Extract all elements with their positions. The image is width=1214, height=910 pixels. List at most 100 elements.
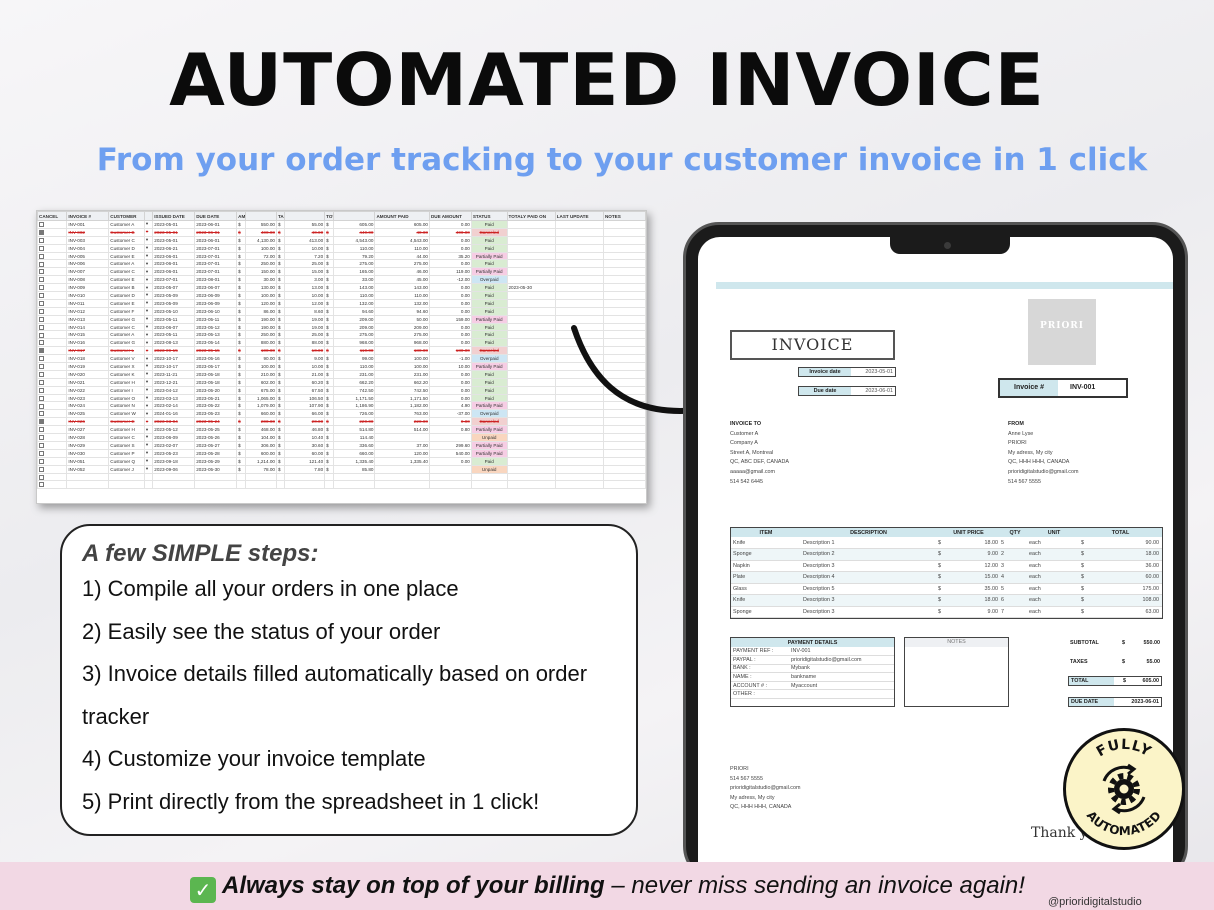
cancel-cell[interactable] bbox=[37, 440, 68, 450]
invoice-footer: PRIORI 514 567 5555 prioridigitalstudio@… bbox=[730, 765, 801, 813]
cancel-cell[interactable] bbox=[37, 377, 68, 387]
column-header[interactable]: CANCEL bbox=[37, 211, 68, 221]
cancel-checkbox[interactable] bbox=[39, 293, 44, 299]
cancel-cell[interactable] bbox=[37, 448, 68, 458]
column-header[interactable]: TOTALY PAID ON bbox=[506, 211, 556, 221]
cancel-checkbox[interactable] bbox=[39, 324, 44, 330]
cancel-checkbox[interactable] bbox=[39, 245, 44, 251]
paid-cell: 662.20 bbox=[374, 377, 430, 387]
cancel-cell[interactable] bbox=[37, 314, 68, 324]
cancel-checkbox[interactable] bbox=[39, 364, 44, 370]
cancel-checkbox[interactable] bbox=[39, 300, 44, 306]
column-header[interactable]: DUE DATE bbox=[194, 211, 238, 221]
cancel-cell[interactable] bbox=[37, 385, 68, 395]
cancel-checkbox[interactable] bbox=[39, 229, 44, 235]
paidon-cell: 2023-05-30 bbox=[506, 283, 556, 293]
cancel-checkbox[interactable] bbox=[39, 222, 44, 228]
cancel-checkbox[interactable] bbox=[39, 340, 44, 346]
cancel-cell[interactable] bbox=[37, 220, 68, 229]
column-header[interactable]: TAXES bbox=[275, 211, 286, 221]
column-header[interactable]: AMOUNT PAID bbox=[374, 211, 430, 221]
cancel-checkbox[interactable] bbox=[39, 403, 44, 409]
cancel-checkbox[interactable] bbox=[39, 261, 44, 267]
cancel-cell[interactable] bbox=[37, 401, 68, 411]
column-header[interactable]: STATUS bbox=[470, 211, 508, 221]
cancel-checkbox[interactable] bbox=[39, 474, 44, 480]
cancel-cell[interactable] bbox=[37, 354, 68, 364]
total-cell: 110.00 bbox=[332, 346, 376, 356]
cancel-checkbox[interactable] bbox=[39, 443, 44, 449]
cancel-cell[interactable] bbox=[37, 362, 68, 371]
cancel-cell[interactable] bbox=[37, 369, 68, 379]
empty-cell bbox=[554, 298, 604, 308]
cancel-cell[interactable] bbox=[37, 322, 68, 332]
cancel-checkbox[interactable] bbox=[39, 427, 44, 433]
cancel-cell[interactable] bbox=[37, 235, 68, 245]
cancel-checkbox[interactable] bbox=[39, 348, 44, 354]
cancel-cell[interactable] bbox=[37, 338, 68, 348]
column-header[interactable] bbox=[244, 211, 277, 221]
cancel-checkbox[interactable] bbox=[39, 308, 44, 314]
cancel-checkbox[interactable] bbox=[39, 379, 44, 385]
item-total-cell: $108.00 bbox=[1079, 594, 1162, 607]
cancel-checkbox[interactable] bbox=[39, 387, 44, 393]
cancel-cell[interactable] bbox=[37, 283, 68, 293]
column-header[interactable]: AMOUNT bbox=[236, 211, 246, 221]
cancel-checkbox[interactable] bbox=[39, 253, 44, 259]
column-header[interactable]: CUSTOMER bbox=[108, 211, 145, 221]
cancel-checkbox[interactable] bbox=[39, 277, 44, 283]
column-header[interactable] bbox=[284, 211, 326, 221]
cancel-cell[interactable] bbox=[37, 425, 68, 435]
cancel-cell[interactable] bbox=[37, 259, 68, 269]
cancel-checkbox[interactable] bbox=[39, 237, 44, 243]
cancel-cell[interactable] bbox=[37, 330, 68, 340]
cancel-cell[interactable] bbox=[37, 306, 68, 316]
empty-cell bbox=[602, 283, 646, 293]
cancel-cell[interactable] bbox=[37, 243, 68, 253]
cancel-checkbox[interactable] bbox=[39, 435, 44, 441]
column-header[interactable]: TOTAL AMOUNT bbox=[324, 211, 334, 221]
cancel-cell[interactable] bbox=[37, 251, 68, 261]
cancel-checkbox[interactable] bbox=[39, 332, 44, 338]
empty-cell bbox=[506, 480, 556, 490]
paidon-cell bbox=[506, 417, 556, 427]
column-header[interactable]: NOTES bbox=[602, 211, 646, 221]
cancel-cell[interactable] bbox=[37, 393, 68, 403]
column-header[interactable] bbox=[332, 211, 376, 221]
cancel-cell[interactable] bbox=[37, 346, 68, 356]
cancel-checkbox[interactable] bbox=[39, 419, 44, 425]
cancel-cell[interactable] bbox=[37, 464, 68, 474]
cancel-cell[interactable] bbox=[37, 298, 68, 308]
cancel-checkbox[interactable] bbox=[39, 356, 44, 362]
cancel-checkbox[interactable] bbox=[39, 411, 44, 417]
cancel-cell[interactable] bbox=[37, 456, 68, 466]
due-label: DUE DATE bbox=[1071, 699, 1099, 705]
cancel-checkbox[interactable] bbox=[39, 466, 44, 472]
cancel-cell[interactable] bbox=[37, 417, 68, 427]
cancel-cell[interactable] bbox=[37, 291, 68, 300]
cancel-cell[interactable] bbox=[37, 275, 68, 285]
cancel-checkbox[interactable] bbox=[39, 372, 44, 377]
cancel-checkbox[interactable] bbox=[39, 269, 44, 275]
column-header[interactable]: ISSUED DATE bbox=[152, 211, 196, 221]
status-cell: Partially Paid bbox=[470, 251, 508, 261]
cancel-cell[interactable] bbox=[37, 227, 68, 237]
cancel-checkbox[interactable] bbox=[39, 316, 44, 322]
cancel-checkbox[interactable] bbox=[39, 285, 44, 291]
cancel-checkbox[interactable] bbox=[39, 395, 44, 401]
column-header[interactable] bbox=[143, 211, 154, 221]
cancel-checkbox[interactable] bbox=[39, 450, 44, 456]
column-header[interactable]: LAST UPDATE bbox=[554, 211, 604, 221]
cancel-checkbox[interactable] bbox=[39, 482, 44, 488]
amount-cell: 78.00 bbox=[244, 464, 277, 474]
address-line: prioridigitalstudio@gmail.com bbox=[1008, 468, 1079, 475]
cancel-checkbox[interactable] bbox=[39, 458, 44, 464]
item-qty-cell: 5 bbox=[1001, 583, 1029, 595]
cancel-cell[interactable] bbox=[37, 409, 68, 419]
cancel-cell[interactable] bbox=[37, 267, 68, 277]
currency-cell: $ bbox=[275, 417, 286, 427]
column-header[interactable]: DUE AMOUNT bbox=[428, 211, 472, 221]
column-header[interactable]: INVOICE # bbox=[66, 211, 110, 221]
cancel-cell[interactable] bbox=[37, 433, 68, 442]
